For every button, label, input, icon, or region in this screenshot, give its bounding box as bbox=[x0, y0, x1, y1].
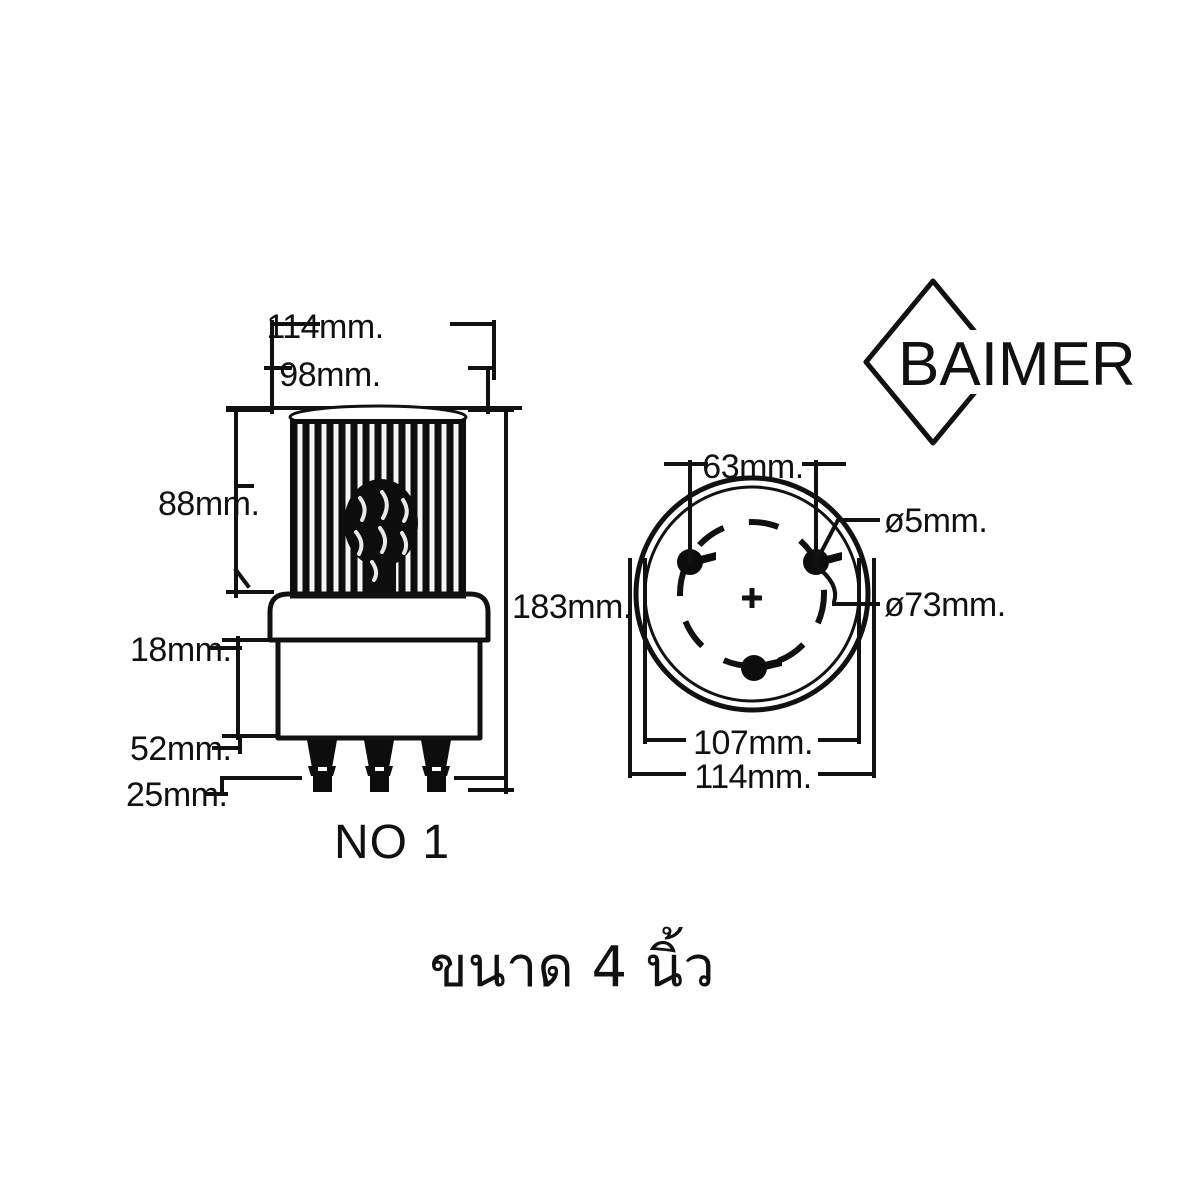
top-view-group: 63mm. ø5mm. ø73mm. 107mm. 114mm. bbox=[628, 448, 1006, 796]
dim-text-outer-diameter: 114mm. bbox=[694, 758, 811, 796]
mounting-hole bbox=[741, 655, 767, 681]
dim-overall-height-183 bbox=[468, 406, 514, 794]
beacon-collar bbox=[267, 591, 491, 643]
cable-gland bbox=[307, 740, 337, 792]
dim-text-gland-height: 25mm. bbox=[126, 776, 227, 814]
dim-text-collar-height: 18mm. bbox=[130, 631, 231, 669]
outer-circle-114 bbox=[633, 475, 871, 713]
dim-text-lens-height: 88mm. bbox=[158, 485, 259, 523]
cable-glands bbox=[307, 740, 451, 792]
dim-hole-spacing-63 bbox=[664, 460, 846, 564]
beacon-lens bbox=[288, 404, 468, 599]
dim-text-bolt-circle: ø73mm. bbox=[884, 586, 1006, 624]
brand-name: BAIMER bbox=[898, 330, 1136, 399]
beacon-body bbox=[275, 637, 483, 741]
leader-bolt-circle bbox=[813, 563, 880, 606]
dim-text-body-height: 52mm. bbox=[130, 730, 231, 768]
item-label-no1: NO 1 bbox=[334, 816, 450, 869]
dim-text-overall-width: 114mm. bbox=[266, 308, 383, 346]
dim-body-height-52 bbox=[212, 734, 256, 754]
dim-gland-height-25 bbox=[204, 776, 508, 796]
cable-gland bbox=[364, 740, 394, 792]
brand-logo: BAIMER bbox=[863, 278, 1136, 446]
lamp-bulb bbox=[344, 479, 418, 596]
dim-outer-diameter-114 bbox=[628, 558, 876, 778]
dim-text-hole-spacing: 63mm. bbox=[702, 448, 803, 486]
dim-text-inner-diameter: 107mm. bbox=[693, 724, 813, 762]
dim-lens-height-88 bbox=[226, 406, 274, 598]
side-view-group: 114mm. 98mm. 88mm. 18mm. 52mm. 25mm. 183… bbox=[126, 308, 632, 869]
cable-gland bbox=[421, 740, 451, 792]
dim-inner-diameter-107 bbox=[643, 558, 861, 744]
dim-lens-width-98 bbox=[264, 366, 496, 414]
dim-text-lens-width: 98mm. bbox=[279, 356, 380, 394]
center-mark-icon bbox=[742, 588, 762, 608]
size-caption: ขนาด 4 นิ้ว bbox=[429, 927, 714, 1000]
dim-text-overall-height: 183mm. bbox=[512, 588, 632, 626]
leader-hole-diameter bbox=[813, 518, 880, 565]
dim-text-hole-diameter: ø5mm. bbox=[884, 502, 987, 540]
